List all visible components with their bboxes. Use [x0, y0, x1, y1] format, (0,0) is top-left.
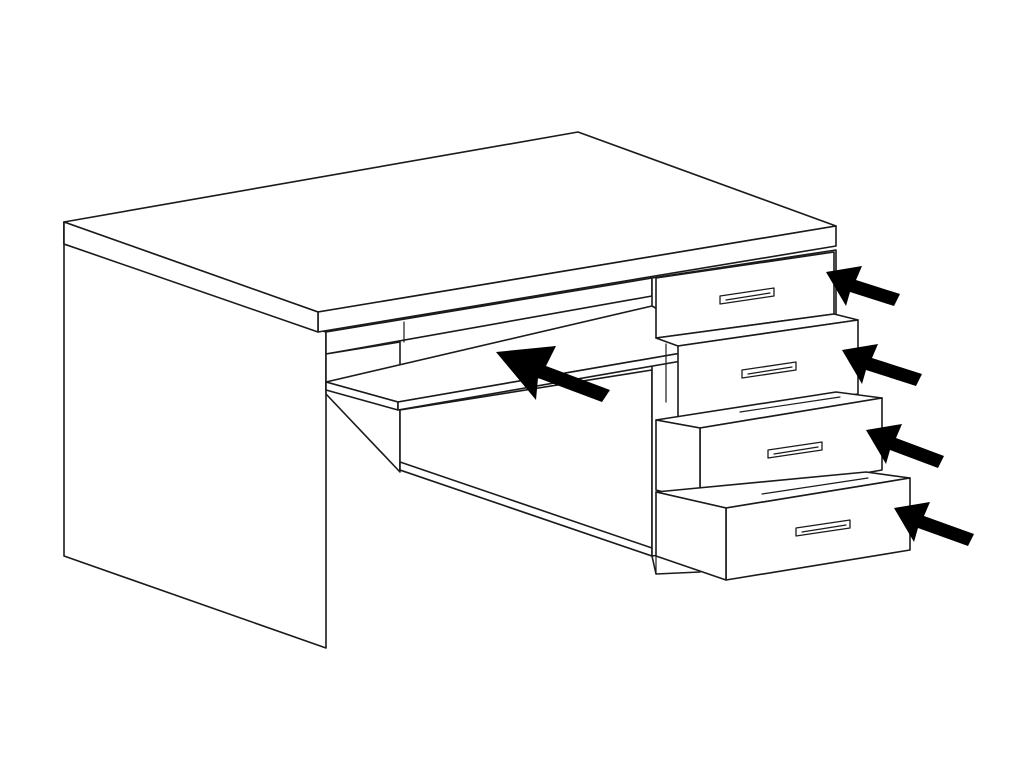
arrow-drawer-2	[842, 344, 922, 386]
arrow-icon	[496, 346, 610, 402]
arrow-icon	[894, 502, 974, 546]
drawer-4-handle	[795, 519, 851, 537]
arrow-drawer-3	[866, 424, 944, 468]
arrow-drawer-1	[826, 266, 900, 306]
drawer-1	[655, 251, 835, 339]
arrow-icon	[842, 344, 922, 386]
arrow-icon	[866, 424, 944, 468]
arrow-icon	[826, 266, 900, 306]
drawer-1-handle	[719, 287, 775, 305]
desk-top	[63, 131, 837, 333]
arrow-drawer-4	[894, 502, 974, 546]
drawer-3-handle	[767, 441, 823, 459]
drawer-4	[655, 471, 911, 581]
arrow-keyboard-tray	[496, 346, 610, 402]
drawer-2-handle	[741, 361, 797, 379]
